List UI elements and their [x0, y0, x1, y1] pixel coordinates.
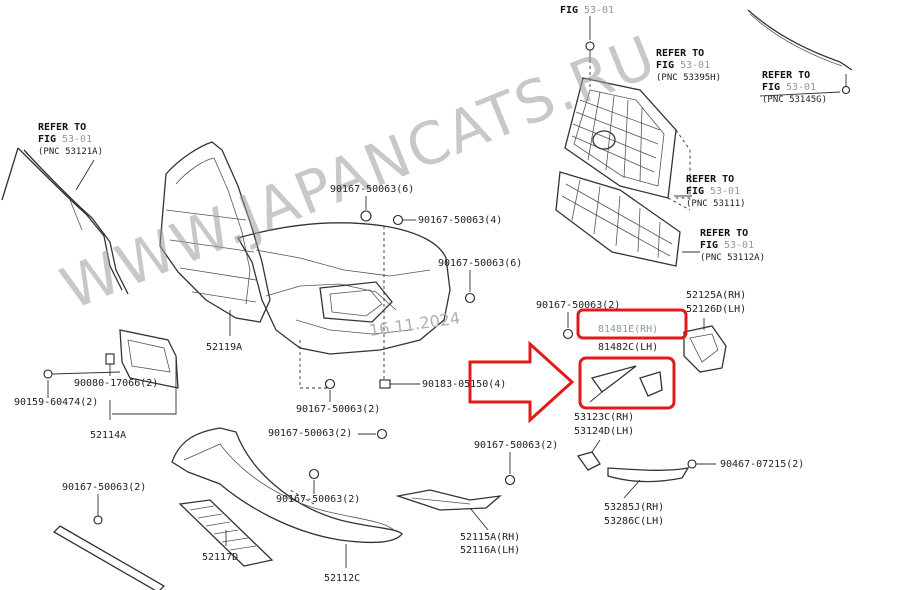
label-90167-50063-2-lowright[interactable]: 90167-50063(2) — [474, 440, 558, 451]
highlight-box-81481e — [576, 308, 688, 340]
fastener-icons — [308, 210, 574, 486]
ref-figcode-link[interactable]: 53-01 — [710, 186, 740, 197]
ref-top-fig: FIG — [560, 5, 578, 16]
ref-line1: REFER TO — [686, 174, 734, 185]
upper-molding-strip — [747, 9, 853, 95]
highlight-box-cover — [578, 356, 676, 410]
date-stamp: 16.11.2024 — [368, 308, 461, 340]
label-52126d[interactable]: 52126D(LH) — [686, 304, 746, 315]
label-52114a[interactable]: 52114A — [90, 430, 126, 441]
ref-fig: FIG — [700, 240, 718, 251]
label-52116a[interactable]: 52116A(LH) — [460, 545, 520, 556]
ref-figcode-link[interactable]: 53-01 — [62, 134, 92, 145]
ref-line1: REFER TO — [700, 228, 748, 239]
label-52125a[interactable]: 52125A(RH) — [686, 290, 746, 301]
label-90467-07215[interactable]: 90467-07215(2) — [720, 459, 804, 470]
label-90167-50063-2-mid[interactable]: 90167-50063(2) — [296, 404, 380, 415]
fastener-labels: 90167-50063(6) 90167-50063(4) 90167-5006… — [14, 184, 804, 505]
label-53123c[interactable]: 53123C(RH) — [574, 412, 634, 423]
ref-line1: REFER TO — [656, 48, 704, 59]
ref-pnc53145g: REFER TO FIG 53-01 (PNC 53145G) — [762, 70, 827, 105]
label-90159-60474[interactable]: 90159-60474(2) — [14, 397, 98, 408]
label-52112c[interactable]: 52112C — [324, 573, 360, 584]
left-upper-molding — [1, 147, 129, 295]
red-annotations — [468, 308, 688, 424]
label-90167-50063-2-bottomleft[interactable]: 90167-50063(2) — [62, 482, 146, 493]
part-labels: 52119A 52114A 52117D 52112C 52115A(RH) 5… — [90, 290, 746, 584]
ref-figcode-link[interactable]: 53-01 — [680, 60, 710, 71]
label-90167-50063-4[interactable]: 90167-50063(4) — [418, 215, 502, 226]
ref-pnc53111: REFER TO FIG 53-01 (PNC 53111) — [686, 174, 746, 209]
red-pointer-arrow — [468, 340, 575, 424]
label-90167-50063-2-low[interactable]: 90167-50063(2) — [276, 494, 360, 505]
side-spoiler-drawing — [607, 459, 716, 483]
label-53285j[interactable]: 53285J(RH) — [604, 502, 664, 513]
radiator-grille-drawing — [555, 77, 691, 267]
ref-top-figcode[interactable]: 53-01 — [584, 5, 614, 16]
cover-clip-drawing — [576, 451, 601, 471]
label-90167-50063-2-right[interactable]: 90167-50063(2) — [536, 300, 620, 311]
fog-cover-drawing — [590, 365, 663, 397]
watermark: WWW.JAPANCATS.RU — [52, 22, 666, 323]
label-53286c[interactable]: 53286C(LH) — [604, 516, 664, 527]
ref-pnc: (PNC 53145G) — [762, 95, 827, 105]
ref-fig: FIG — [762, 82, 780, 93]
ref-top: FIG 53-01 — [560, 5, 614, 16]
top-clip-fastener — [585, 16, 595, 90]
label-53124d[interactable]: 53124D(LH) — [574, 426, 634, 437]
ref-pnc53112a: REFER TO FIG 53-01 (PNC 53112A) — [700, 228, 765, 263]
under-cover-drawing — [178, 499, 274, 567]
ref-pnc: (PNC 53111) — [686, 199, 746, 209]
license-bracket-drawing — [43, 329, 179, 389]
ref-line1: REFER TO — [38, 122, 86, 133]
ref-pnc53121a: REFER TO FIG 53-01 (PNC 53121A) — [38, 122, 103, 157]
bumper-cover-drawing — [159, 141, 451, 389]
side-retainer-drawing — [395, 489, 503, 511]
leader-lines — [47, 91, 841, 568]
fog-lamp-bracket-drawing — [683, 325, 727, 373]
label-52119a[interactable]: 52119A — [206, 342, 242, 353]
ref-pnc: (PNC 53112A) — [700, 253, 765, 263]
ref-fig: FIG — [656, 60, 674, 71]
ref-figcode-link[interactable]: 53-01 — [786, 82, 816, 93]
label-81481e[interactable]: 81481E(RH) — [598, 324, 658, 335]
ref-fig: FIG — [686, 186, 704, 197]
label-52115a[interactable]: 52115A(RH) — [460, 532, 520, 543]
label-90080-17066[interactable]: 90080-17066(2) — [74, 378, 158, 389]
ref-pnc: (PNC 53121A) — [38, 147, 103, 157]
label-90183-05150[interactable]: 90183-05150(4) — [422, 379, 506, 390]
bottom-left-strip — [52, 494, 166, 590]
ref-line1: REFER TO — [762, 70, 810, 81]
ref-fig: FIG — [38, 134, 56, 145]
label-90167-50063-2-left[interactable]: 90167-50063(2) — [268, 428, 352, 439]
ref-pnc: (PNC 53395H) — [656, 73, 721, 83]
label-90167-50063-6-right[interactable]: 90167-50063(6) — [438, 258, 522, 269]
lower-spoiler-drawing — [171, 427, 403, 544]
label-90167-50063-6-top[interactable]: 90167-50063(6) — [330, 184, 414, 195]
ref-pnc53395h: REFER TO FIG 53-01 (PNC 53395H) — [656, 48, 721, 83]
label-52117d[interactable]: 52117D — [202, 552, 238, 563]
label-81482c[interactable]: 81482C(LH) — [598, 342, 658, 353]
ref-figcode-link[interactable]: 53-01 — [724, 240, 754, 251]
